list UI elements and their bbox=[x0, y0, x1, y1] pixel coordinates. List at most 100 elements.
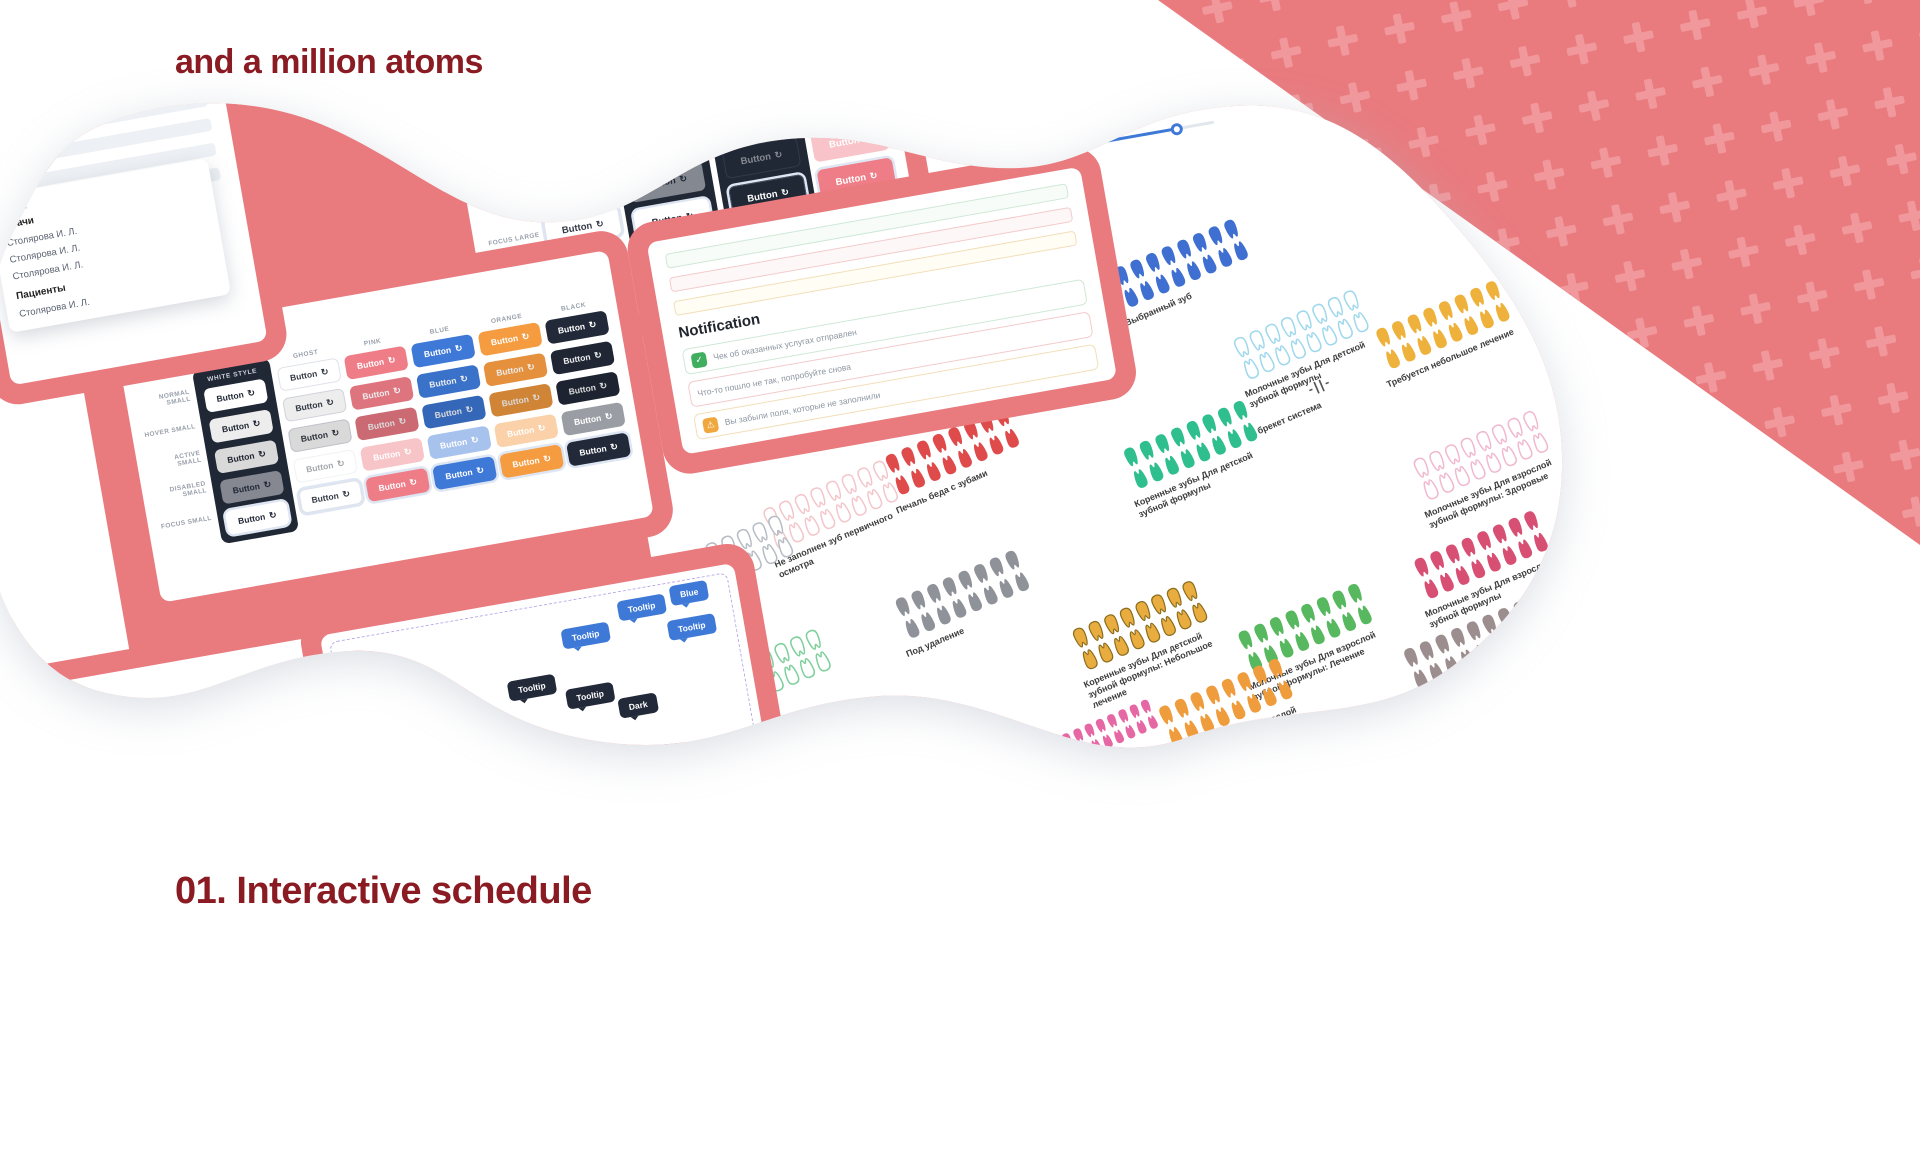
sample-button[interactable]: Button↻ bbox=[499, 444, 564, 478]
sample-button[interactable]: Button↻ bbox=[566, 432, 631, 466]
status-dot bbox=[302, 733, 310, 741]
sample-button[interactable]: Button↻ bbox=[803, 82, 883, 125]
tooltip-chip[interactable]: Tooltip bbox=[633, 771, 683, 799]
tooth-icon bbox=[1488, 633, 1510, 658]
refresh-icon: ↻ bbox=[526, 360, 536, 373]
tooltip-chip[interactable]: Tooltip bbox=[574, 765, 624, 793]
warning-icon: ⚠ bbox=[702, 416, 719, 433]
tooltip-chip[interactable]: Tooltip bbox=[495, 757, 545, 785]
sample-button[interactable]: Button↻ bbox=[797, 45, 877, 88]
sample-button[interactable]: Button↻ bbox=[810, 120, 890, 163]
sample-button[interactable]: Button↻ bbox=[416, 364, 481, 398]
search-input[interactable] bbox=[0, 65, 17, 125]
sample-button[interactable]: Button↻ bbox=[427, 425, 492, 459]
sample-button[interactable]: Button↻ bbox=[620, 123, 700, 166]
slider-handle[interactable] bbox=[1170, 122, 1184, 136]
refresh-icon: ↻ bbox=[542, 452, 552, 464]
status-dot bbox=[319, 711, 327, 719]
sample-button[interactable]: Button↻ bbox=[561, 402, 626, 436]
sample-button[interactable]: Button↻ bbox=[225, 501, 290, 535]
tooltips-panel: Tooltip Tooltip Tooltip Blue Tooltip Too… bbox=[320, 563, 774, 862]
sample-button[interactable]: Button↻ bbox=[432, 456, 497, 490]
sample-button[interactable]: Button↻ bbox=[613, 85, 693, 128]
search-dropdown: Стол 1 Врачи Столярова И. Л. Столярова И… bbox=[0, 158, 231, 333]
sample-button[interactable]: Button↻ bbox=[543, 206, 623, 249]
teeth-group-label: Зубы Для взрослой зубной формулы bbox=[1307, 746, 1425, 814]
sample-button[interactable]: Button↻ bbox=[293, 449, 358, 483]
sample-button[interactable]: Button↻ bbox=[488, 383, 553, 417]
status-dot bbox=[312, 673, 320, 681]
sample-button[interactable]: Button↻ bbox=[354, 407, 419, 441]
refresh-icon: ↻ bbox=[604, 410, 614, 422]
sample-button[interactable]: Button↻ bbox=[219, 470, 284, 504]
sample-button[interactable]: Button↻ bbox=[555, 371, 620, 405]
refresh-icon: ↻ bbox=[246, 386, 256, 399]
refresh-icon: ↻ bbox=[531, 391, 541, 403]
sample-button[interactable]: Button↻ bbox=[536, 168, 616, 211]
table-row[interactable]: Столярова И. Л. bbox=[24, 798, 372, 877]
tooltip-chip[interactable]: Tooltip bbox=[454, 709, 504, 737]
column-header: WHITE STYLE bbox=[616, 38, 668, 55]
sample-button[interactable]: Button↻ bbox=[360, 437, 425, 471]
sample-button[interactable]: Button↻ bbox=[708, 62, 788, 105]
sample-button[interactable]: Button↻ bbox=[530, 131, 610, 174]
sample-button[interactable]: Button↻ bbox=[494, 414, 559, 448]
sample-button[interactable]: Button↻ bbox=[411, 334, 476, 368]
sample-button[interactable]: Button↻ bbox=[483, 353, 548, 387]
table-row[interactable]: Столярова И. Л. bbox=[10, 719, 358, 798]
sample-button[interactable]: Button↻ bbox=[544, 310, 609, 344]
column-header bbox=[701, 19, 776, 32]
sample-button[interactable]: Button↻ bbox=[523, 93, 603, 136]
refresh-icon: ↻ bbox=[595, 217, 605, 229]
tooth-icon bbox=[1373, 705, 1395, 730]
sample-button[interactable]: Button↻ bbox=[421, 395, 486, 429]
sample-button[interactable]: Button↻ bbox=[203, 378, 268, 412]
sample-button[interactable]: Button↻ bbox=[721, 136, 801, 179]
table-row[interactable]: Столярова И. Л. bbox=[7, 700, 355, 779]
sample-button[interactable]: Button↻ bbox=[702, 24, 782, 67]
patient-name: Столярова И. Л. bbox=[13, 753, 78, 775]
tooth-icon bbox=[1414, 714, 1436, 739]
refresh-icon: ↻ bbox=[386, 354, 397, 366]
sample-button[interactable]: Button↻ bbox=[715, 99, 795, 142]
panel-title: Tooltips bbox=[369, 813, 441, 845]
sample-button[interactable]: Button↻ bbox=[816, 157, 896, 200]
sample-button[interactable]: Button↻ bbox=[790, 8, 870, 51]
sample-button[interactable]: Button↻ bbox=[298, 480, 363, 514]
status-dot bbox=[333, 670, 341, 678]
refresh-icon: ↻ bbox=[268, 509, 278, 521]
table-row[interactable]: Столярова И. Л. bbox=[13, 738, 361, 817]
tooth-icon bbox=[1389, 698, 1411, 723]
sample-button[interactable]: Button↻ bbox=[728, 174, 808, 217]
row-label: FOCUS SMALL bbox=[160, 514, 213, 531]
sample-button[interactable]: Button↻ bbox=[209, 409, 274, 443]
sample-button[interactable]: Button↻ bbox=[344, 346, 409, 380]
refresh-icon: ↻ bbox=[408, 476, 418, 488]
sample-button[interactable]: Button↻ bbox=[287, 418, 352, 452]
sample-button[interactable]: Button↻ bbox=[214, 440, 279, 474]
tooth-icon bbox=[1304, 760, 1326, 785]
refresh-icon: ↻ bbox=[773, 148, 784, 160]
sample-button[interactable]: Button↻ bbox=[626, 160, 706, 203]
sample-button[interactable]: Button↻ bbox=[365, 468, 430, 502]
sample-button[interactable]: Button↻ bbox=[606, 48, 686, 91]
column-header: BLACK bbox=[560, 301, 587, 313]
tooltips-dashed-box bbox=[329, 572, 764, 853]
tooth-icon bbox=[1320, 754, 1342, 779]
refresh-icon: ↻ bbox=[575, 105, 585, 117]
sample-button[interactable]: Button↻ bbox=[550, 341, 615, 375]
tooltip-chip[interactable]: Tooltip bbox=[438, 747, 488, 775]
sample-button[interactable]: Button↻ bbox=[478, 322, 543, 356]
sample-button[interactable]: Button↻ bbox=[516, 56, 596, 99]
refresh-icon: ↻ bbox=[862, 132, 872, 144]
refresh-icon: ↻ bbox=[855, 94, 865, 106]
horizontal-scrollbar[interactable] bbox=[1085, 115, 1215, 151]
tooth-icon bbox=[1383, 727, 1405, 752]
sample-button[interactable]: Button↻ bbox=[282, 388, 347, 422]
sample-button[interactable]: Button↻ bbox=[349, 376, 414, 410]
refresh-icon: ↻ bbox=[403, 445, 413, 457]
sample-button[interactable]: Button↻ bbox=[277, 357, 342, 391]
refresh-icon: ↻ bbox=[678, 172, 688, 184]
refresh-icon: ↻ bbox=[760, 73, 770, 86]
